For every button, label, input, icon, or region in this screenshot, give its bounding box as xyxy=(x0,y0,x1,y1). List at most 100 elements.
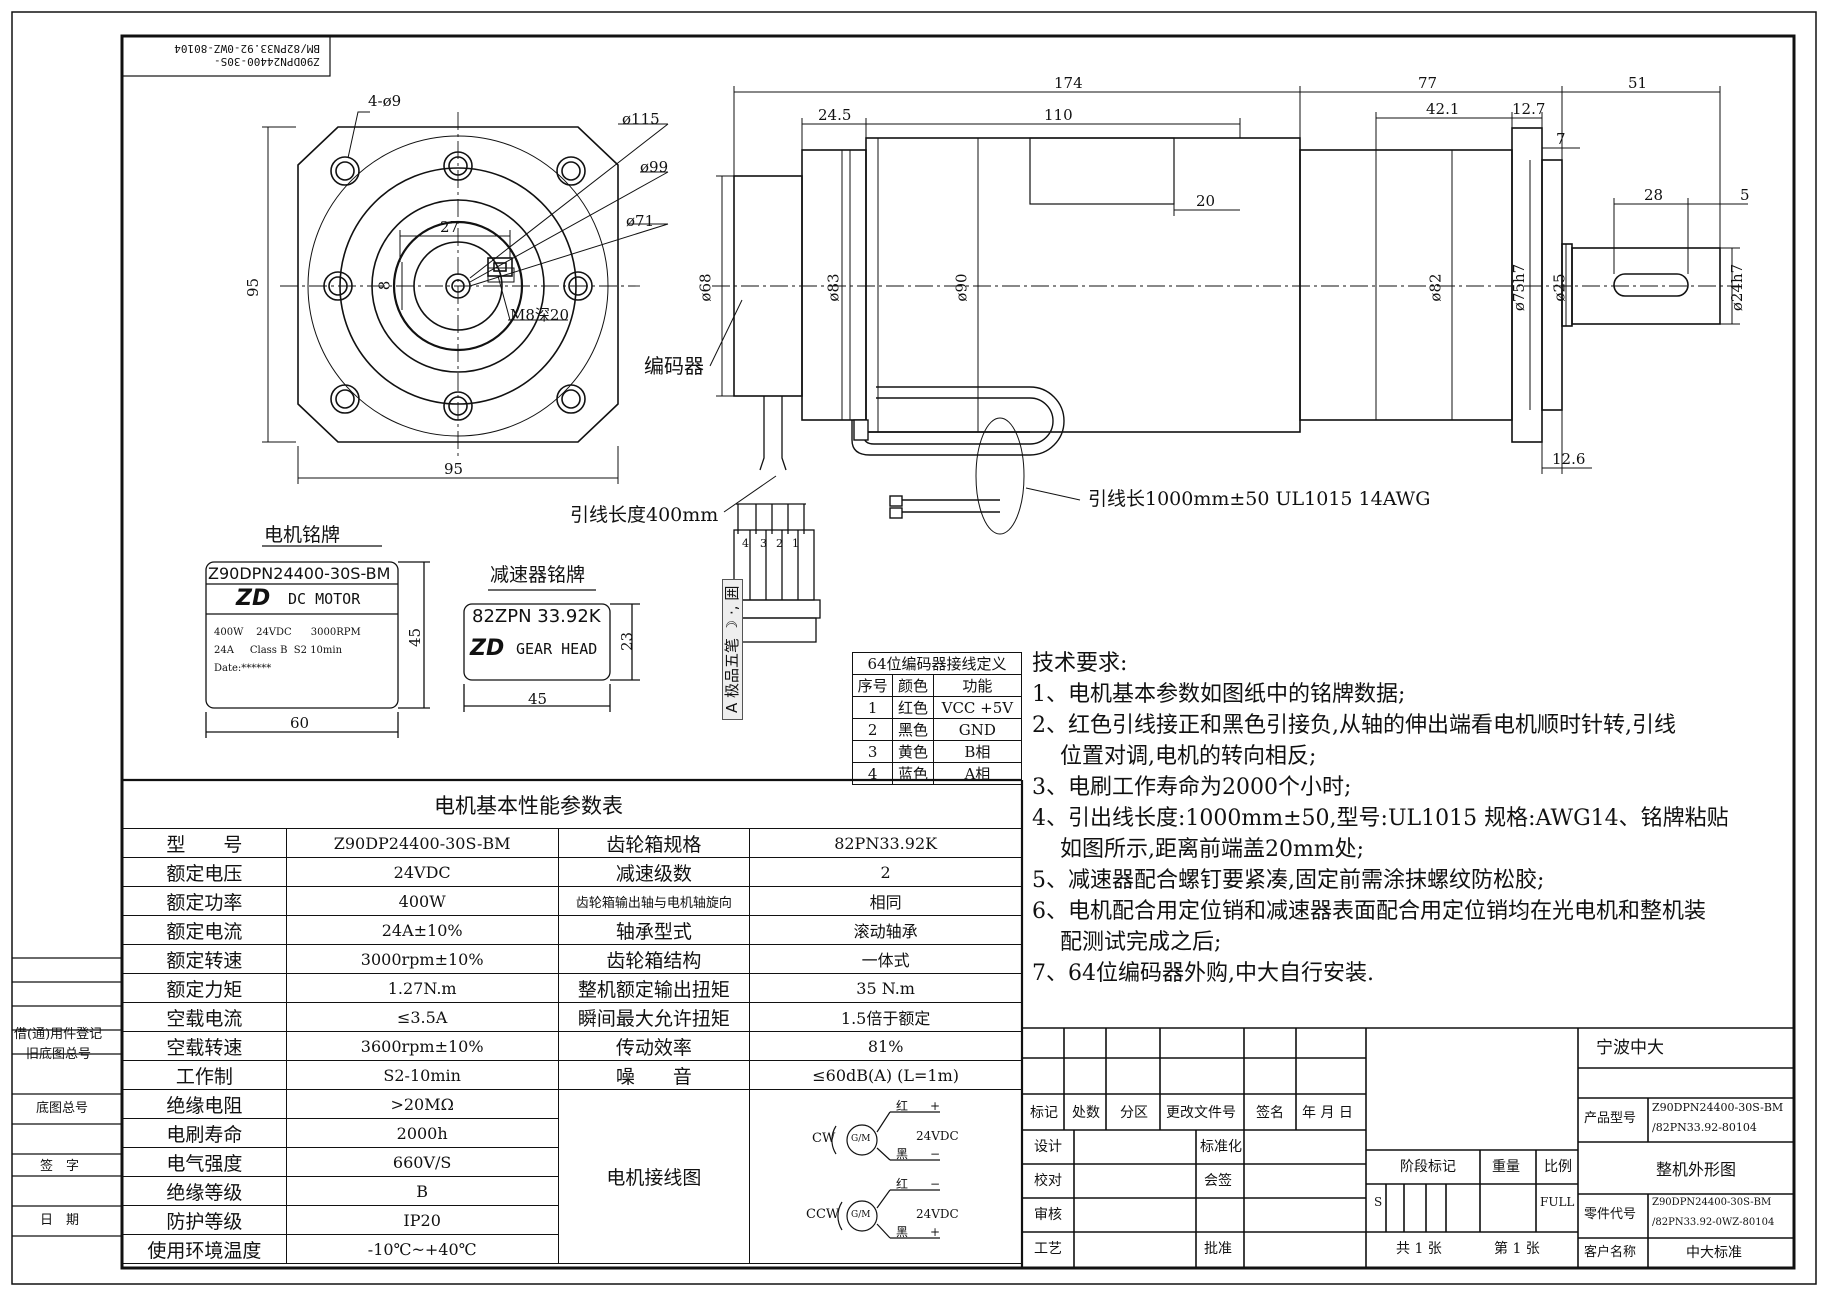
dim-d83: ø83 xyxy=(824,273,843,302)
connector-pin-1: 1 xyxy=(792,537,799,550)
margin-label: 签 字 xyxy=(40,1159,80,1174)
dim-d75h7: ø75h7 xyxy=(1510,263,1529,312)
encoder-cell: 1 xyxy=(851,696,894,719)
sign-label: 会签 xyxy=(1204,1173,1232,1189)
tech-item: 2、红色引线接正和黑色引接负,从轴的伸出端看电机顺时针转,引线 xyxy=(1032,713,1676,738)
dim-20: 20 xyxy=(1196,192,1216,210)
dim-height-95: 95 xyxy=(244,277,263,298)
rev-header: 签名 xyxy=(1256,1105,1284,1121)
dim-5: 5 xyxy=(1740,186,1750,204)
drawing-name: 整机外形图 xyxy=(1656,1160,1737,1179)
param-value: 82PN33.92K xyxy=(749,828,1022,858)
part-code-1: Z90DPN24400-30S-BM xyxy=(1652,1197,1772,1208)
dim-110: 110 xyxy=(1044,106,1073,124)
param-value: 400W xyxy=(285,886,559,916)
param-label: 齿轮箱输出轴与电机轴旋向 xyxy=(557,886,751,916)
wiring-label: 电机接线图 xyxy=(557,1089,751,1264)
param-label: 型 号 xyxy=(122,828,287,858)
gear-plate-logo: ZD xyxy=(470,636,505,661)
tech-item: 4、引出线长度:1000mm±50,型号:UL1015 规格:AWG14、铭牌粘… xyxy=(1032,806,1729,831)
param-label: 绝缘等级 xyxy=(122,1176,287,1206)
motor-plate-spec3: Date:****** xyxy=(214,663,272,674)
param-value: 1.27N.m xyxy=(285,973,559,1003)
dim-d115: ø115 xyxy=(622,110,660,128)
tech-item: 6、电机配合用定位销和减速器表面配合用定位销均在光电机和整机装 xyxy=(1032,899,1706,924)
encoder-header-func: 功能 xyxy=(932,674,1023,697)
rev-header: 分区 xyxy=(1120,1105,1148,1121)
role-design: 设计 xyxy=(1034,1139,1062,1155)
motor-plate-h: 45 xyxy=(406,627,425,648)
part-label: 零件代号 xyxy=(1584,1207,1637,1222)
dim-d25: ø25 xyxy=(1550,273,1569,302)
product-model-1: Z90DPN24400-30S-BM xyxy=(1652,1101,1784,1114)
param-value: 滚动轴承 xyxy=(749,915,1022,945)
std-label: 标准化 xyxy=(1200,1139,1242,1155)
product-model-2: /82PN33.92-80104 xyxy=(1652,1121,1757,1134)
dim-d82: ø82 xyxy=(1426,273,1445,302)
tech-item: 1、电机基本参数如图纸中的铭牌数据; xyxy=(1032,682,1406,707)
encoder-cell: 2 xyxy=(851,718,894,741)
scale-full: FULL xyxy=(1540,1195,1575,1209)
stage-label: 阶段标记 xyxy=(1400,1159,1456,1175)
motor-plate-model: Z90DPN24400-30S-BM xyxy=(208,564,391,583)
param-value: 相同 xyxy=(749,886,1022,916)
margin-label: 旧底图总号 xyxy=(26,1047,92,1062)
tech-item: 3、电刷工作寿命为2000个小时; xyxy=(1032,775,1352,800)
motor-plate-logo: ZD xyxy=(236,586,271,611)
wiring-red-2: 红 xyxy=(896,1177,909,1191)
param-value: ≤3.5A xyxy=(285,1002,559,1032)
param-value: S2-10min xyxy=(285,1060,559,1090)
param-label: 空载电流 xyxy=(122,1002,287,1032)
sheet-number: 第 1 张 xyxy=(1494,1241,1540,1257)
motor-plate-type: DC MOTOR xyxy=(288,590,361,608)
customer-name: 中大标准 xyxy=(1686,1245,1742,1261)
param-label: 工作制 xyxy=(122,1060,287,1090)
wiring-minus-2: − xyxy=(930,1177,941,1191)
wiring-black-2: 黑 xyxy=(896,1225,909,1239)
customer-label: 客户名称 xyxy=(1584,1245,1637,1260)
encoder-cell: 3 xyxy=(851,740,894,763)
sheets-total: 共 1 张 xyxy=(1396,1241,1442,1257)
encoder-cell: 4 xyxy=(851,762,894,785)
param-value: Z90DP24400-30S-BM xyxy=(285,828,559,858)
param-value: >20MΩ xyxy=(285,1089,559,1119)
param-label: 齿轮箱结构 xyxy=(557,944,751,974)
product-label: 产品型号 xyxy=(1584,1111,1637,1126)
param-value: 81% xyxy=(749,1031,1022,1061)
motor-plate-spec2: 24A Class B S2 10min xyxy=(214,645,343,656)
dim-d99: ø99 xyxy=(640,158,669,176)
dim-42-1: 42.1 xyxy=(1426,100,1460,118)
param-label: 减速级数 xyxy=(557,857,751,887)
encoder-cell: A相 xyxy=(932,762,1023,785)
param-value: 24VDC xyxy=(285,857,559,887)
gear-plate-h: 23 xyxy=(618,631,637,652)
wiring-plus-2: + xyxy=(930,1225,941,1239)
param-value: 660V/S xyxy=(285,1147,559,1177)
param-label: 空载转速 xyxy=(122,1031,287,1061)
wiring-cw: CW xyxy=(812,1131,836,1146)
encoder-table-title: 64位编码器接线定义 xyxy=(852,652,1022,675)
param-value: 一体式 xyxy=(749,944,1022,974)
wiring-red-1: 红 xyxy=(896,1099,909,1113)
param-value: 1.5倍于额定 xyxy=(749,1002,1022,1032)
dim-51: 51 xyxy=(1628,74,1648,92)
gear-plate-model: 82ZPN 33.92K xyxy=(472,606,601,627)
role-review: 审核 xyxy=(1034,1207,1062,1223)
tech-item: 7、64位编码器外购,中大自行安装. xyxy=(1032,961,1374,986)
wiring-minus-1: − xyxy=(930,1147,941,1161)
margin-label: 日 期 xyxy=(40,1213,80,1228)
param-label: 齿轮箱规格 xyxy=(557,828,751,858)
margin-label: 底图总号 xyxy=(36,1101,89,1116)
gear-plate-w: 45 xyxy=(528,690,548,708)
gear-plate-caption: 减速器铭牌 xyxy=(490,564,586,586)
part-code-2: /82PN33.92-0WZ-80104 xyxy=(1652,1217,1775,1228)
encoder-label: 编码器 xyxy=(644,354,704,378)
dim-8: 8 xyxy=(375,280,394,291)
dim-d90: ø90 xyxy=(952,273,971,302)
param-label: 防护等级 xyxy=(122,1205,287,1235)
dim-7: 7 xyxy=(1556,130,1566,148)
dim-holes: 4-ø9 xyxy=(368,92,402,110)
dim-d24h7: ø24h7 xyxy=(1728,263,1747,312)
